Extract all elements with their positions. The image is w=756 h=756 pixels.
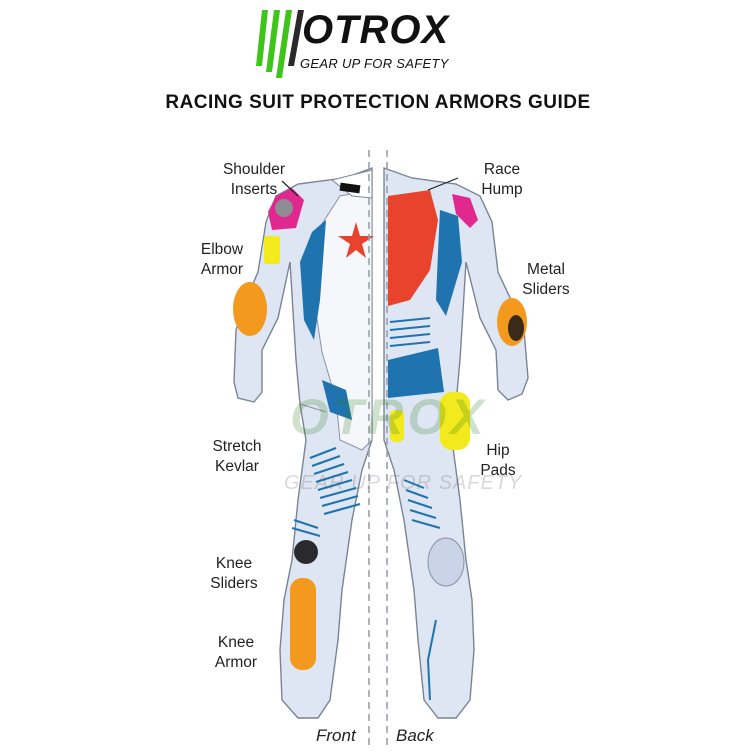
hip-pad-small	[390, 410, 404, 442]
front-star-icon	[338, 222, 374, 258]
collar-badge	[339, 182, 361, 194]
knee-armor-front	[290, 578, 316, 670]
back-blue-panel-waist	[388, 348, 444, 398]
label-back: Back	[396, 726, 434, 745]
label-metal-sliders: Metal Sliders	[522, 261, 570, 298]
center-divider	[368, 150, 388, 745]
brand-tagline: GEAR UP FOR SAFETY	[300, 56, 449, 71]
label-shoulder-inserts: Shoulder Inserts	[222, 161, 286, 198]
shoulder-slider	[275, 199, 293, 217]
knee-slider-front	[294, 540, 318, 564]
watermark-tagline: GEAR UP FOR SAFETY	[284, 472, 523, 494]
page-title: RACING SUIT PROTECTION ARMORS GUIDE	[165, 92, 591, 113]
shoulder-insert-back	[452, 194, 478, 228]
label-stretch-kevlar: Stretch Kevlar	[212, 438, 262, 475]
back-leg-stripes	[403, 479, 441, 529]
label-knee-sliders: Knee Sliders	[210, 555, 258, 592]
front-blue-panel-waist	[322, 380, 352, 420]
stretch-kevlar-stripes	[291, 446, 361, 538]
front-blue-panel-chest	[300, 220, 326, 340]
label-hip-pads: Hip Pads	[480, 442, 516, 479]
upper-arm-pad-front	[264, 236, 280, 264]
label-front: Front	[316, 726, 356, 745]
suit-front	[233, 166, 374, 719]
suit-back	[383, 167, 529, 719]
label-race-hump: Race Hump	[481, 161, 523, 198]
label-elbow-armor: Elbow Armor	[200, 241, 244, 278]
logo-stripes-icon	[256, 10, 304, 78]
back-blue-panel-side	[436, 210, 462, 316]
watermark-name: OTROX	[290, 389, 488, 445]
metal-slider	[508, 315, 524, 341]
label-knee-armor: Knee Armor	[214, 634, 258, 671]
elbow-armor-front	[233, 282, 267, 336]
brand-logo: OTROX GEAR UP FOR SAFETY	[254, 6, 454, 80]
back-knee-panel	[427, 537, 465, 587]
hip-pad-back	[440, 392, 470, 450]
leader-lines	[281, 177, 459, 197]
race-hump	[388, 190, 438, 306]
brand-name: OTROX	[302, 8, 450, 52]
back-stretch-stripes	[389, 317, 431, 347]
